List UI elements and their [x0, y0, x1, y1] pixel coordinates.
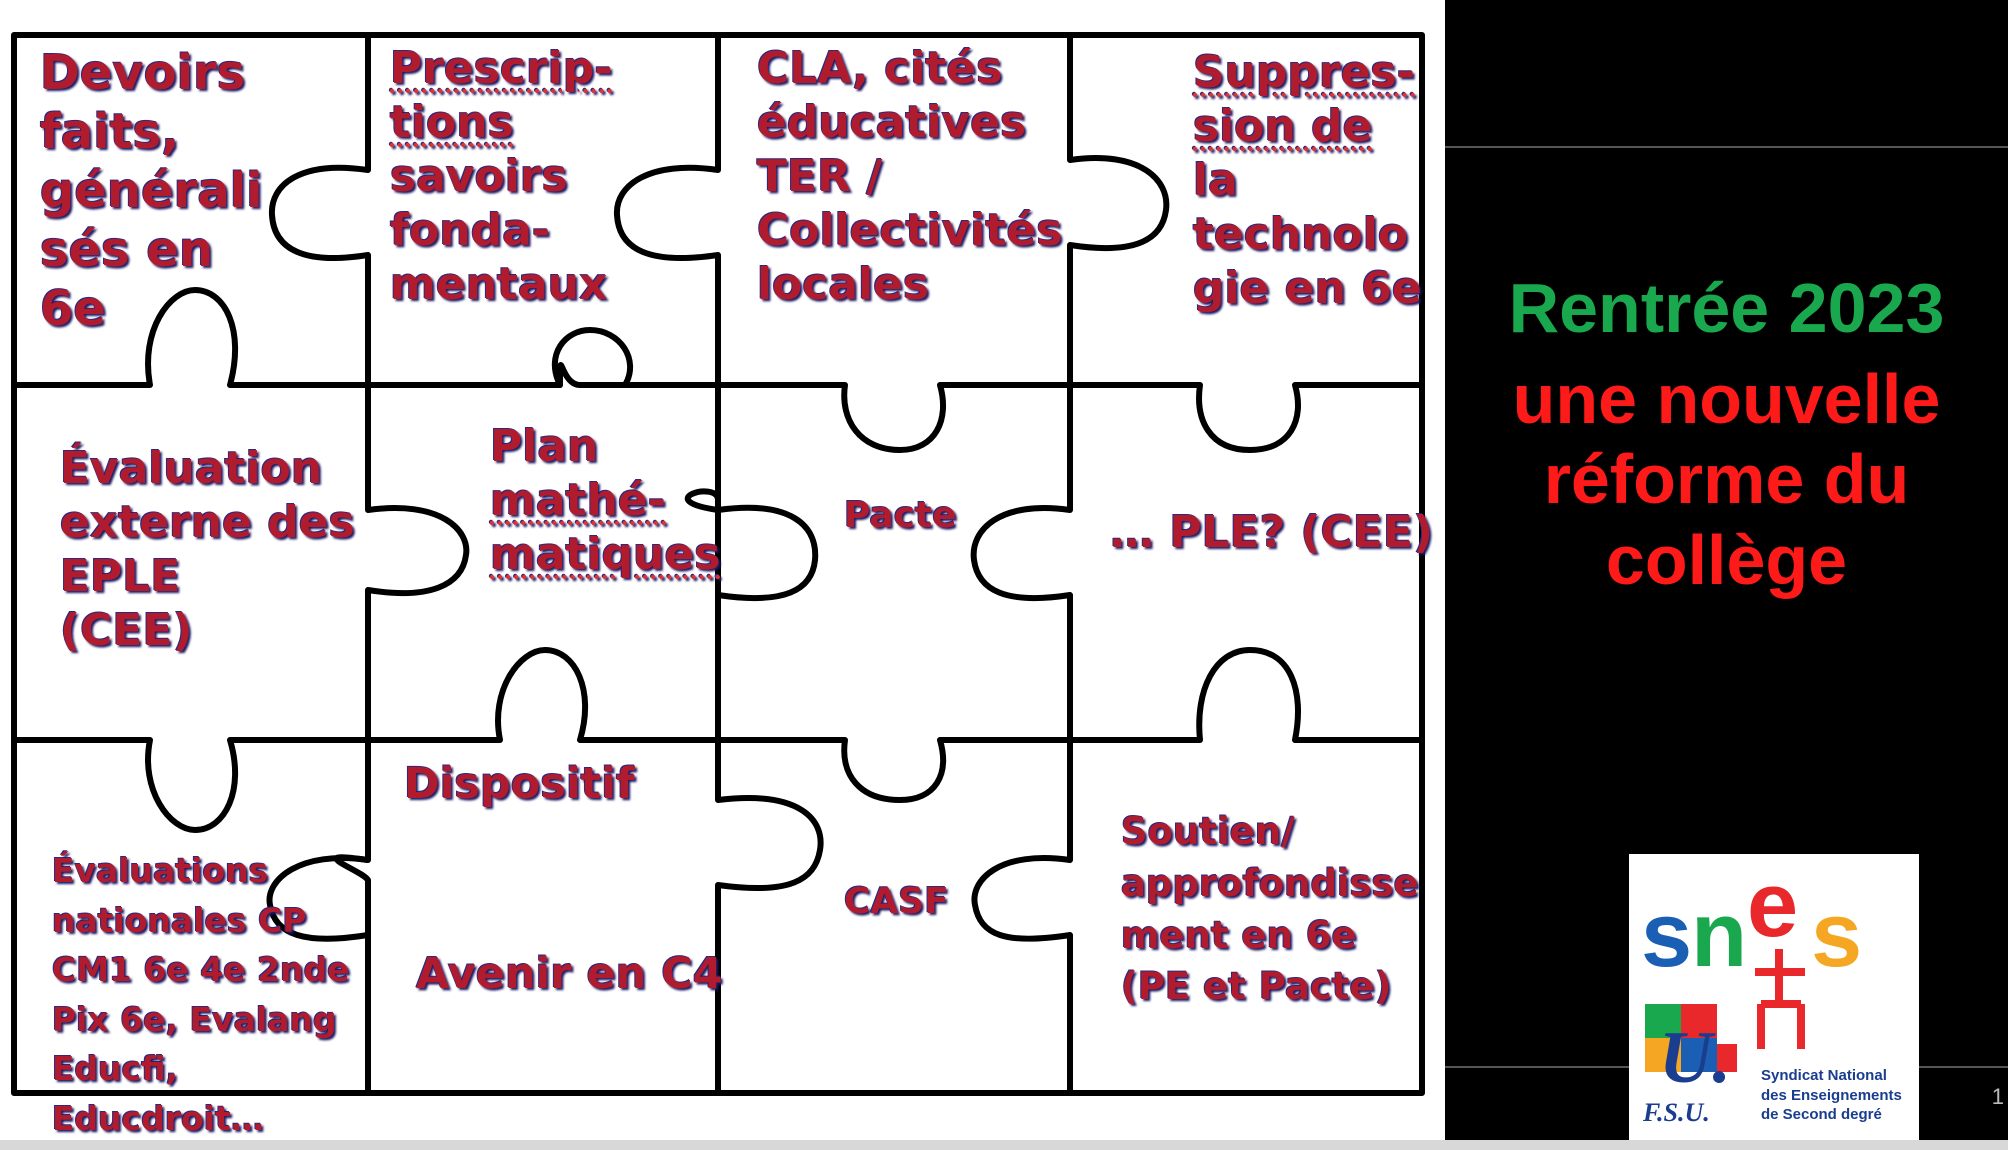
- svg-text:e: e: [1747, 854, 1798, 956]
- slide-number: 1: [1991, 1084, 2004, 1109]
- divider: [1445, 146, 2008, 148]
- piece-line: gie en 6e: [1193, 263, 1422, 315]
- piece-line: sion de: [1193, 101, 1373, 153]
- piece-line: Plan: [490, 421, 599, 472]
- logo-caption-line: Syndicat National: [1761, 1067, 1887, 1084]
- piece-line: Collectivités: [757, 205, 1063, 257]
- piece-line: (CEE): [60, 605, 193, 657]
- piece-line: Devoirs: [40, 45, 246, 101]
- logo-caption-line: des Enseignements: [1761, 1086, 1902, 1104]
- piece-line: Avenir en C4: [416, 949, 723, 999]
- piece-pacte: Pacte: [844, 494, 957, 538]
- piece-line: nationales CP: [52, 900, 307, 940]
- title-line: collège: [1605, 520, 1848, 599]
- piece-line: Dispositif: [404, 759, 635, 809]
- slide-title: Rentrée 2023 une nouvelle réforme du col…: [1445, 268, 2008, 600]
- piece-line: externe des: [60, 497, 355, 549]
- snes-logo-mark: s n e s U.: [1641, 854, 1862, 1099]
- piece-line: (PE et Pacte): [1121, 965, 1392, 1009]
- piece-line: technolo: [1193, 209, 1409, 261]
- piece-line: Pix 6e, Evalang: [52, 999, 337, 1039]
- piece-line: Évaluations: [52, 851, 269, 890]
- title-year: Rentrée 2023: [1508, 269, 1945, 347]
- piece-line: CLA, cités: [757, 43, 1003, 94]
- piece-avenir: Avenir en C4: [416, 948, 723, 1001]
- piece-line: tions: [390, 97, 514, 149]
- piece-line: TER /: [757, 151, 883, 203]
- piece-line: la: [1193, 155, 1238, 207]
- piece-suppression: Suppres- sion de la technolo gie en 6e: [1193, 46, 1422, 317]
- piece-line: Évaluation: [60, 443, 323, 494]
- snes-fsu-logo: s n e s U. F.S.U. Syndicat National des …: [1629, 854, 1919, 1140]
- piece-evaluations-nationales: Évaluations nationales CP CM1 6e 4e 2nde…: [52, 846, 350, 1143]
- piece-line: … PLE? (CEE): [1110, 507, 1434, 558]
- piece-line: Pacte: [844, 495, 957, 536]
- fsu-text: F.S.U.: [1643, 1098, 1710, 1127]
- piece-line: Soutien/: [1121, 810, 1295, 853]
- piece-line: CASF: [844, 881, 949, 922]
- piece-casf: CASF: [844, 880, 949, 924]
- piece-line: matiques: [490, 529, 721, 581]
- piece-line: approfondisse: [1121, 861, 1419, 905]
- piece-line: Educdroit…: [52, 1098, 264, 1138]
- piece-line: faits,: [40, 104, 180, 161]
- svg-text:U.: U.: [1659, 1017, 1731, 1099]
- piece-plan-maths: Plan mathé- matiques: [490, 420, 721, 582]
- title-line: une nouvelle: [1512, 359, 1941, 438]
- piece-line: savoirs: [390, 151, 568, 203]
- svg-text:s: s: [1641, 884, 1692, 986]
- piece-cla: CLA, cités éducatives TER / Collectivité…: [757, 42, 1063, 313]
- piece-line: ment en 6e: [1121, 913, 1357, 957]
- piece-line: sés en: [40, 222, 214, 279]
- piece-line: éducatives: [757, 97, 1027, 149]
- logo-caption: Syndicat National des Enseignements de S…: [1761, 1066, 1902, 1125]
- piece-line: CM1 6e 4e 2nde: [52, 950, 350, 989]
- piece-line: Educfi,: [52, 1049, 179, 1088]
- piece-devoirs-faits: Devoirs faits, générali sés en 6e: [40, 44, 263, 339]
- piece-ple: … PLE? (CEE): [1110, 506, 1433, 560]
- puzzle-grid: [11, 32, 1425, 1096]
- piece-line: EPLE: [60, 551, 181, 603]
- title-line: réforme du: [1543, 440, 1910, 518]
- piece-evaluation-externe: Évaluation externe des EPLE (CEE): [60, 442, 355, 658]
- piece-soutien: Soutien/ approfondisse ment en 6e (PE et…: [1121, 806, 1419, 1013]
- logo-caption-line: de Second degré: [1761, 1106, 1882, 1123]
- piece-line: Suppres-: [1193, 47, 1415, 98]
- piece-line: locales: [757, 259, 930, 311]
- svg-text:n: n: [1691, 884, 1747, 986]
- piece-line: générali: [40, 163, 263, 220]
- piece-line: mathé-: [490, 475, 666, 527]
- piece-line: 6e: [40, 281, 106, 338]
- piece-line: Prescrip-: [390, 43, 613, 94]
- piece-prescriptions: Prescrip- tions savoirs fonda- mentaux: [390, 42, 613, 313]
- bottom-bar: [0, 1140, 2008, 1150]
- piece-line: mentaux: [390, 259, 608, 311]
- piece-dispositif: Dispositif: [404, 758, 635, 811]
- svg-text:s: s: [1811, 884, 1862, 986]
- piece-line: fonda-: [390, 205, 551, 257]
